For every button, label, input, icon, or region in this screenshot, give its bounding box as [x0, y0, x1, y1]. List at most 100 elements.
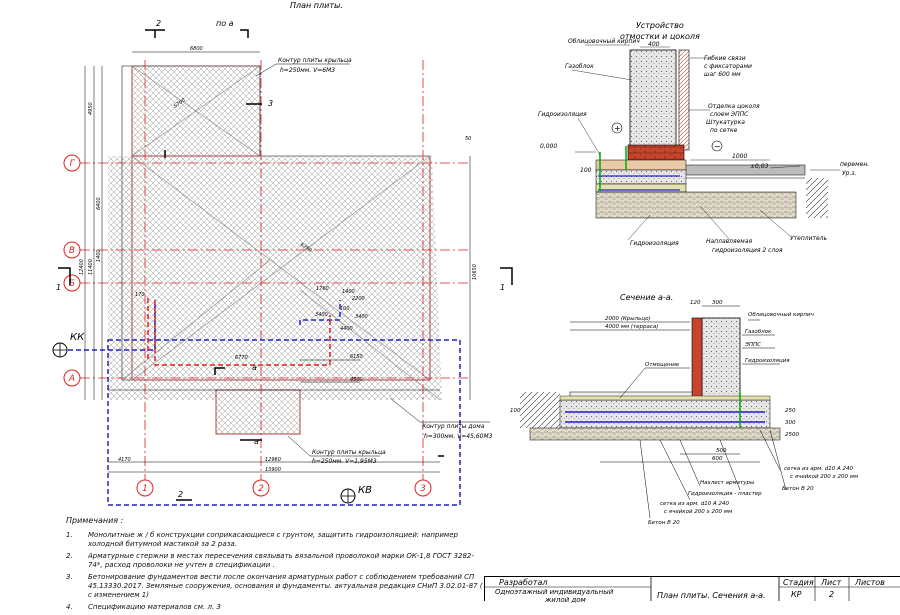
- blind-area-strip: [684, 164, 806, 176]
- dim-1400: 1400: [96, 249, 102, 262]
- section-ref-a-upper: а: [252, 363, 257, 372]
- note-item: 1. Монолитные ж / б конструкции соприкас…: [66, 531, 486, 549]
- section-gasblock: [701, 317, 741, 399]
- note-text: Спецификацию материалов см. л. 3: [88, 603, 221, 611]
- stamp-developed: Разработал: [499, 578, 548, 587]
- detail-dim-100: 100: [580, 167, 592, 174]
- section-mesh-1a: сетка из арм. d10 А 240: [784, 466, 854, 472]
- callout-top-line2: h=250мм. V=6М3: [280, 67, 335, 74]
- dim-4500: 4500: [350, 377, 363, 383]
- dim-1400b: 1400: [342, 289, 355, 295]
- stamp-sheet-header: Лист: [821, 578, 842, 587]
- axis-col-3: 3: [420, 484, 426, 494]
- stamp-stage: КР: [791, 590, 802, 599]
- notes-title: Примечания :: [66, 516, 124, 525]
- section-waterproof: Гидроизоляция: [745, 358, 790, 364]
- note-number: 1.: [66, 531, 73, 539]
- section-epps: ЭППС: [744, 342, 761, 348]
- stamp-sheet: 2: [829, 590, 835, 599]
- detail-title-line2: отмостки и цоколя: [620, 32, 700, 41]
- stamp-house-1: Одноэтажный индивидуальный: [495, 588, 614, 596]
- note-text: Бетонирование фундаментов вести после ок…: [88, 573, 483, 599]
- plinth-detail: Устройство отмостки и цоколя + −: [538, 21, 869, 254]
- section-gravel: [529, 427, 781, 441]
- dim-170: 170: [135, 292, 145, 298]
- detail-waterproof-bottom: Гидроизоляция: [630, 240, 679, 247]
- dim-12960: 12960: [265, 457, 281, 463]
- dim-1760: 1760: [316, 286, 329, 292]
- section-concrete-2: Бетон В 20: [648, 520, 680, 526]
- detail-soil: [806, 178, 828, 218]
- axis-row-b: Б: [69, 279, 75, 289]
- section-dim-300: 300: [712, 300, 723, 306]
- section-gasblock-label: Газоблок: [745, 329, 772, 335]
- dim-10650: 10650: [472, 264, 478, 280]
- detail-fused-2: гидроизоляция 2 слоя: [712, 247, 783, 254]
- detail-title-line1: Устройство: [636, 21, 684, 30]
- dim-top-width: 6800: [190, 46, 203, 52]
- callout-top-line1: Контур плиты крыльца: [278, 57, 352, 64]
- callout-house-line2: h=300мм. V=45,60М3: [424, 433, 493, 440]
- dim-6150: 6150: [350, 354, 363, 360]
- notes-block: Примечания : 1. Монолитные ж / б констру…: [66, 516, 486, 615]
- detail-fused-1: Наплавляемая: [706, 238, 752, 245]
- callout-bottom-line1: Контур плиты крыльца: [312, 449, 386, 456]
- callout-bottom-line2: h=250мм. V=1,95М3: [312, 458, 377, 465]
- axis-row-g: Г: [69, 159, 75, 169]
- section-ref-2-bottom: 2: [178, 490, 183, 499]
- title-block-grid: [485, 577, 900, 601]
- section-title: Сечение а-а.: [620, 293, 673, 302]
- detail-dim-1000: 1000: [732, 153, 747, 160]
- section-facing-brick: Облицовочный кирпич: [748, 312, 815, 318]
- foundation-plan: План плиты.: [52, 1, 513, 506]
- section-soil: [520, 392, 560, 428]
- note-text: Арматурные стержни в местах пересечения …: [88, 552, 474, 569]
- axis-col-2: 2: [258, 484, 264, 494]
- plus-sign: +: [614, 124, 621, 133]
- section-dim-2500: 2500: [785, 432, 799, 438]
- dim-6770: 6770: [235, 355, 248, 361]
- detail-dim-400: 400: [648, 41, 660, 48]
- dim-3400: 3400: [315, 312, 328, 318]
- section-dim-300b: 300: [785, 420, 796, 426]
- section-dim-250: 250: [785, 408, 796, 414]
- plan-title: План плиты.: [290, 1, 343, 10]
- section-a-a: Сечение а-а.: [510, 293, 858, 526]
- section-ref-1-left: 1: [56, 283, 61, 292]
- detail-flex-ties-1: Гибкие связи: [704, 55, 746, 62]
- detail-flex-ties-3: шаг 600 мм: [704, 71, 741, 78]
- stamp-stage-header: Стадия: [783, 578, 814, 587]
- section-ref-a-lower: а: [254, 437, 259, 446]
- section-ref-po-a: по а: [216, 19, 234, 28]
- axis-row-v: В: [69, 246, 75, 256]
- title-block: Разработал Одноэтажный индивидуальный жи…: [484, 576, 900, 604]
- axis-col-1: 1: [142, 484, 148, 494]
- dim-100: 100: [340, 306, 350, 312]
- callout-house-line1: Контур плиты дома: [422, 423, 485, 430]
- section-ref-2-top: 2: [156, 19, 161, 28]
- note-item: 4. Спецификацию материалов см. л. 3: [66, 603, 486, 612]
- dim-2200: 2200: [352, 296, 365, 302]
- detail-gasblock: Газоблок: [565, 63, 594, 70]
- section-dim-600: 600: [712, 456, 723, 462]
- slab-layers: [595, 159, 687, 171]
- note-text: Монолитные ж / б конструкции соприкасающ…: [88, 531, 458, 548]
- dim-13900: 13900: [265, 467, 281, 473]
- note-item: 2. Арматурные стержни в местах пересечен…: [66, 552, 486, 570]
- porch-bottom-slab: [215, 389, 301, 435]
- note-number: 2.: [66, 552, 73, 560]
- section-dim-500: 500: [716, 448, 727, 454]
- section-mesh-2b: с ячейкой 200 х 200 мм: [664, 509, 732, 515]
- dim-3400b: 3400: [355, 314, 368, 320]
- dim-50: 50: [465, 136, 471, 142]
- detail-waterproof: Гидроизоляция: [538, 111, 587, 118]
- section-blind-area: Отмощение: [645, 362, 680, 368]
- detail-plinth-3: Штукатурка: [706, 119, 745, 126]
- gasblock-wall: [629, 49, 677, 151]
- hatched-contour: [108, 156, 442, 400]
- axis-row-a: А: [68, 374, 75, 384]
- note-number: 4.: [66, 603, 73, 611]
- section-mesh-1b: с ячейкой 200 х 200 мм: [790, 474, 858, 480]
- section-concrete-1: Бетон В 20: [782, 486, 814, 492]
- dim-4400: 4400: [340, 326, 353, 332]
